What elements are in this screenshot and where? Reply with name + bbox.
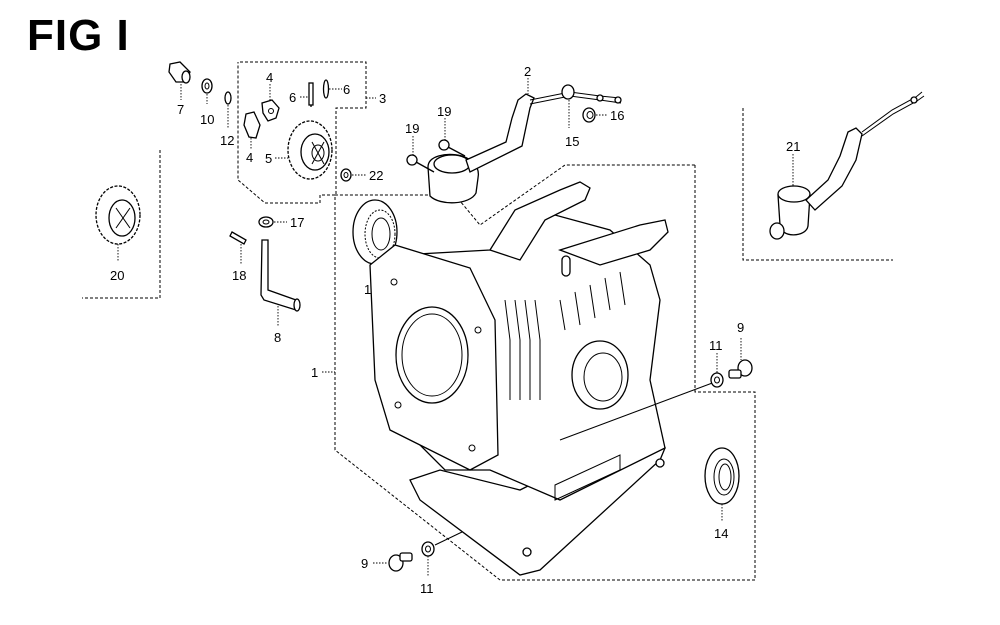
callout-5: 5	[265, 151, 272, 166]
part-10-washer[interactable]	[201, 78, 213, 94]
part-5-governor-gear[interactable]	[287, 120, 333, 180]
callout-21: 21	[786, 139, 800, 154]
part-4-governor-weight-upper[interactable]	[261, 99, 280, 122]
part-14-oil-seal[interactable]	[704, 447, 740, 505]
crankcase-group-box	[334, 164, 756, 581]
callout-18: 18	[232, 268, 246, 283]
callout-22: 22	[369, 168, 383, 183]
part-12-clip[interactable]	[224, 91, 232, 105]
callout-11b: 11	[420, 581, 434, 596]
part-22-washer[interactable]	[340, 168, 352, 182]
part-19-bolt-a[interactable]	[438, 139, 466, 157]
part-20-gear[interactable]	[95, 185, 141, 245]
part-6-pin[interactable]	[308, 82, 314, 107]
callout-6b: 6	[343, 82, 350, 97]
assembly-leader-right	[559, 381, 716, 441]
part-19-bolt-b[interactable]	[406, 154, 435, 173]
callout-19a: 19	[437, 104, 451, 119]
part-9-drain-bolt-bottom[interactable]	[388, 552, 413, 572]
callout-9b: 9	[361, 556, 368, 571]
part-11-washer-bottom[interactable]	[421, 541, 435, 557]
figure-title: FIG I	[27, 11, 130, 60]
callout-10: 10	[200, 112, 214, 127]
callout-8: 8	[274, 330, 281, 345]
governor-assembly-group-box	[237, 61, 367, 204]
oil-sensor-21-group-box	[742, 108, 893, 261]
part-7-cap[interactable]	[168, 61, 191, 84]
part-8-breather-tube[interactable]	[260, 239, 301, 312]
part-4-governor-weight-lower[interactable]	[243, 111, 261, 139]
part-16-grommet[interactable]	[582, 107, 596, 123]
callout-19b: 19	[405, 121, 419, 136]
callout-14: 14	[714, 526, 728, 541]
callout-7: 7	[177, 102, 184, 117]
callout-3: 3	[379, 91, 386, 106]
callout-11a: 11	[709, 338, 723, 353]
part-9-drain-bolt-right[interactable]	[728, 359, 753, 379]
part-11-washer-right[interactable]	[710, 372, 724, 388]
callout-9a: 9	[737, 320, 744, 335]
callout-16: 16	[610, 108, 624, 123]
callout-17: 17	[290, 215, 304, 230]
callout-6a: 6	[289, 90, 296, 105]
part-6-thrust-washer[interactable]	[322, 79, 330, 99]
part-1-crankcase[interactable]	[369, 181, 669, 576]
callout-4b: 4	[246, 150, 253, 165]
callout-15: 15	[565, 134, 579, 149]
part-21-oil-sensor[interactable]	[769, 91, 925, 240]
part-17-nut[interactable]	[258, 216, 274, 228]
part-18-clip[interactable]	[229, 231, 247, 245]
callout-20: 20	[110, 268, 124, 283]
callout-12: 12	[220, 133, 234, 148]
part-2-oil-alert-unit[interactable]	[427, 84, 622, 204]
callout-1: 1	[311, 365, 318, 380]
callout-2: 2	[524, 64, 531, 79]
callout-4a: 4	[266, 70, 273, 85]
gear-20-group-box	[82, 150, 161, 299]
assembly-leader-bottom	[434, 531, 463, 546]
